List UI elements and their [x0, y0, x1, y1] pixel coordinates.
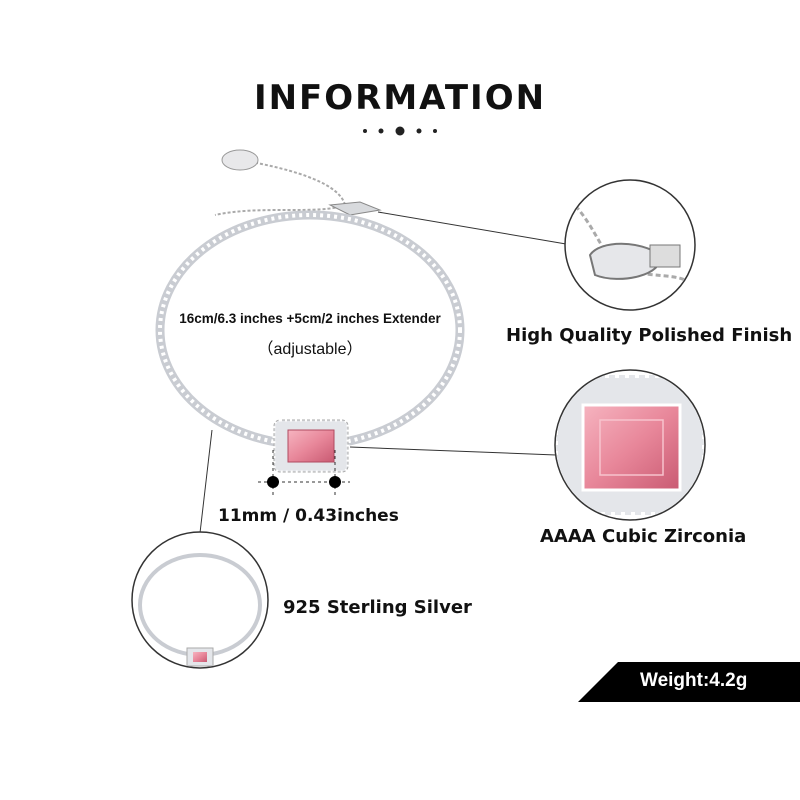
- full-bracelet-image: [131, 531, 269, 669]
- page-title: INFORMATION: [253, 78, 547, 118]
- material-feature-label: 925 Sterling Silver: [283, 597, 472, 618]
- measure-dot-right: [329, 476, 341, 488]
- weight-label: Weight:4.2g: [640, 670, 748, 691]
- stone-detail-image: [554, 369, 706, 521]
- title-divider-dots: [363, 126, 437, 136]
- size-label: 16cm/6.3 inches +5cm/2 inches Extender: [179, 311, 441, 326]
- gem-width-label: 11mm / 0.43inches: [218, 506, 399, 526]
- clasp-detail-image: [564, 179, 696, 311]
- adjustable-label: （adjustable）: [257, 341, 363, 358]
- measure-dot-left: [267, 476, 279, 488]
- bracelet-image: [155, 149, 465, 474]
- clasp-feature-label: High Quality Polished Finish: [506, 325, 793, 346]
- stone-feature-label: AAAA Cubic Zirconia: [540, 526, 747, 547]
- connector-lines: [199, 211, 567, 534]
- weight-banner: [578, 662, 800, 702]
